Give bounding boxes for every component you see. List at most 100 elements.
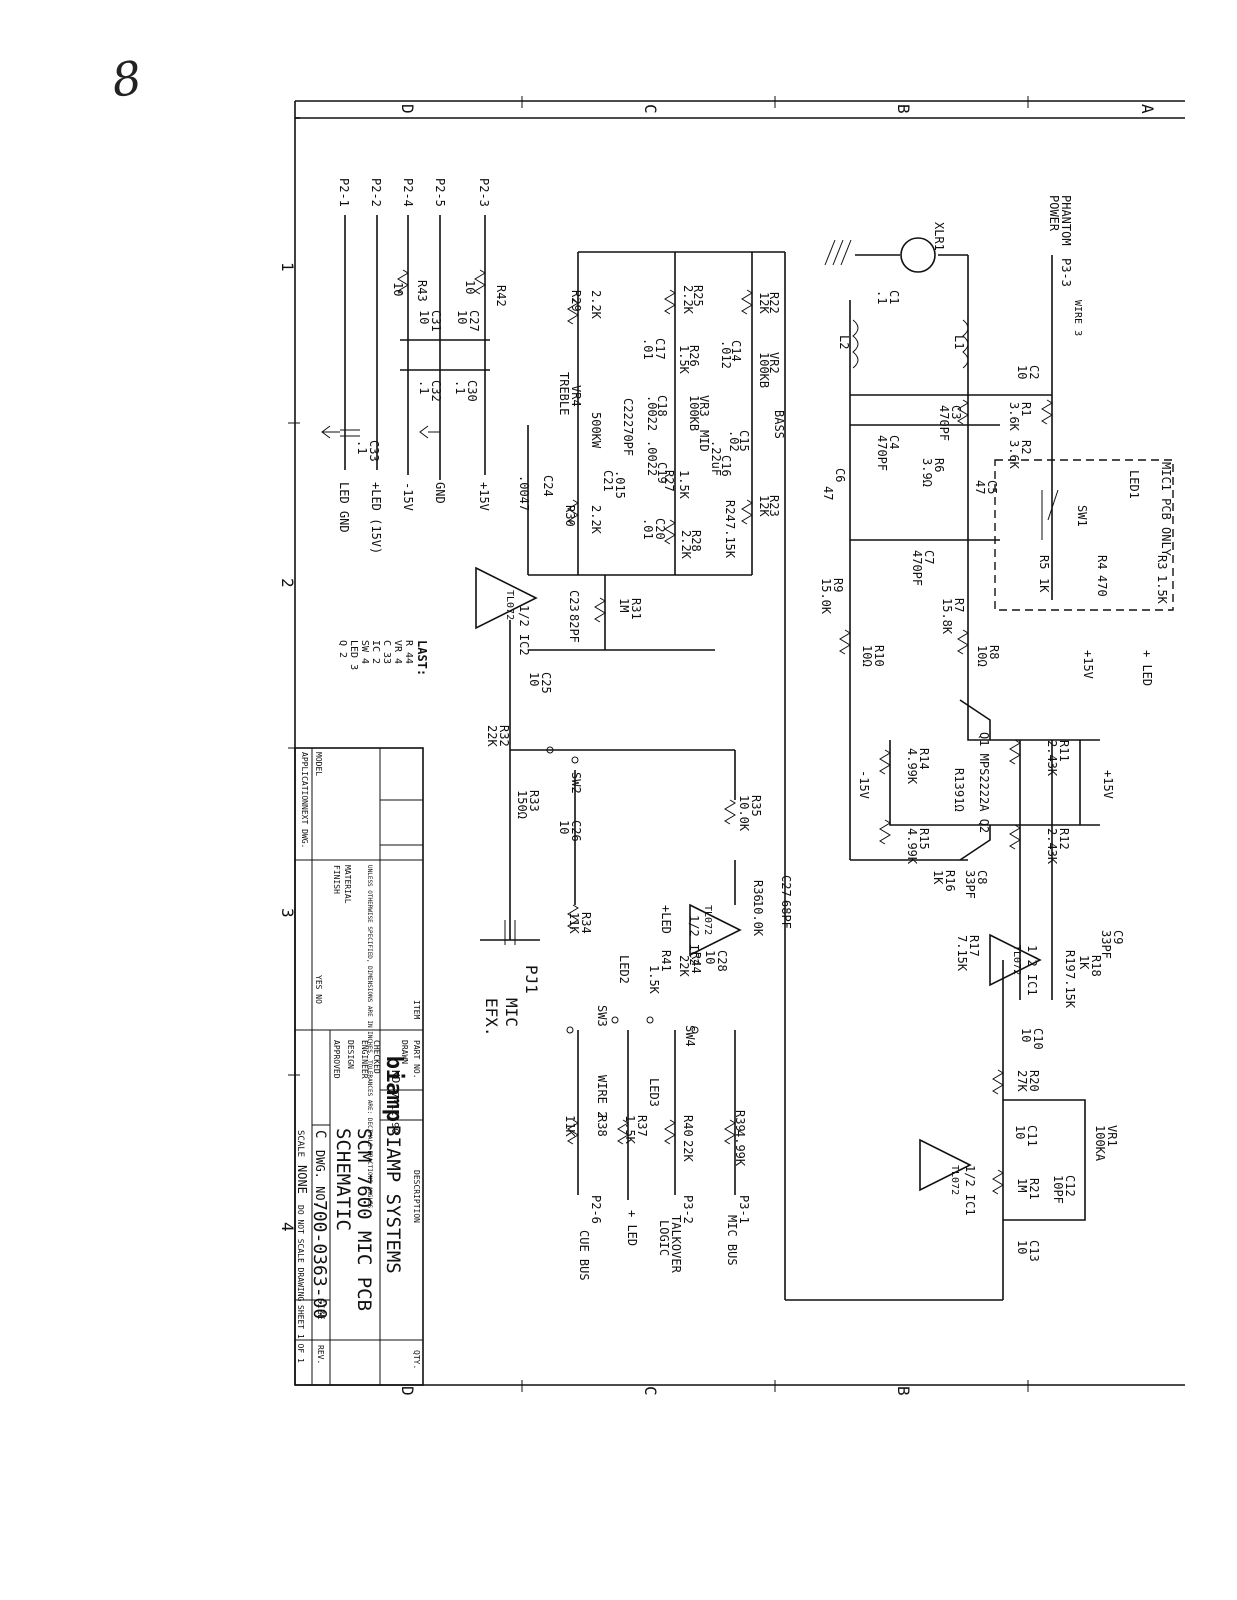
component-value: 4.99K bbox=[905, 828, 919, 865]
model-label: MODEL bbox=[314, 752, 323, 776]
component-value: 1.5K bbox=[1155, 575, 1169, 605]
component-value: 33PF bbox=[963, 870, 977, 899]
component-ref: R24 bbox=[723, 500, 737, 522]
component-value: .012 bbox=[719, 340, 733, 369]
component-value: 4.99K bbox=[733, 1130, 747, 1167]
component-value: 10 bbox=[463, 280, 477, 294]
connector-label: P3-3 bbox=[1059, 258, 1073, 287]
supply-label: + LED bbox=[1140, 650, 1154, 686]
component-ref: C1 bbox=[887, 290, 901, 304]
component-ref: R14 bbox=[917, 748, 931, 770]
component-value: 1M bbox=[1015, 1178, 1029, 1192]
component-value: 2.2K bbox=[589, 290, 603, 320]
component-value: 11K bbox=[567, 912, 581, 934]
component-value: .1 bbox=[355, 440, 369, 454]
led-label: LED2 bbox=[617, 955, 631, 984]
last-used-row: Q 2 bbox=[337, 640, 348, 658]
component-value: 1K bbox=[931, 870, 945, 885]
component-ref: R33 bbox=[527, 790, 541, 812]
component-value: 27K bbox=[1015, 1070, 1029, 1092]
finish-label: FINISH bbox=[332, 865, 341, 894]
component-value: 10 bbox=[527, 672, 541, 686]
component-ref: R30 bbox=[563, 505, 577, 527]
rail-label: +LED (15V) bbox=[369, 482, 383, 554]
approved-label: APPROVED bbox=[332, 1040, 341, 1079]
component-value: 33PF bbox=[1099, 930, 1113, 959]
component-value: 100KA bbox=[1093, 1125, 1107, 1162]
component-ref: R23 bbox=[767, 495, 781, 517]
component-value: 10 bbox=[557, 820, 571, 834]
last-used-row: SW 4 bbox=[359, 640, 370, 664]
power-label: PHANTOM bbox=[1059, 195, 1073, 246]
connector-label: P3-1 bbox=[737, 1195, 751, 1224]
wire-label: WIRE 2 bbox=[595, 1075, 609, 1118]
connector-label: XLR1 bbox=[932, 222, 946, 251]
design-label: DESIGN bbox=[346, 1040, 355, 1069]
component-value: .01 bbox=[641, 518, 655, 540]
component-ref: R12 bbox=[1057, 828, 1071, 850]
component-ref: C24 bbox=[541, 475, 555, 497]
component-ref: R42 bbox=[494, 285, 508, 307]
component-value: 3.6K bbox=[1007, 402, 1021, 432]
application-label: APPLICATION bbox=[300, 752, 309, 805]
component-ref: C32 bbox=[429, 380, 443, 402]
led-label: LED1 bbox=[1127, 470, 1141, 499]
component-value: .02 bbox=[727, 430, 741, 452]
component-ref: R13 bbox=[952, 768, 966, 790]
component-value: 1K bbox=[1037, 578, 1051, 593]
component-value: 470PF bbox=[937, 405, 951, 441]
component-ref: C3 bbox=[949, 405, 963, 419]
component-value: 10.0K bbox=[751, 900, 765, 937]
component-ref: R17 bbox=[967, 935, 981, 957]
component-ref: C2 bbox=[1027, 365, 1041, 379]
component-ref: R9 bbox=[831, 578, 845, 592]
component-value: .015 bbox=[613, 470, 627, 499]
component-ref: C13 bbox=[1027, 1240, 1041, 1262]
ic-label: 1/2 IC2 bbox=[517, 605, 531, 656]
yes-no-label: YES NO bbox=[314, 975, 323, 1004]
component-ref: L2 bbox=[837, 335, 851, 349]
component-ref: R20 bbox=[1027, 1070, 1041, 1092]
drawing-title-line-2: SCHEMATIC bbox=[332, 1128, 354, 1231]
part-number-label: PART NO. bbox=[412, 1040, 421, 1079]
component-ref: R21 bbox=[1027, 1178, 1041, 1200]
control-label: TREBLE bbox=[557, 372, 571, 415]
rail-label: GND bbox=[433, 482, 447, 504]
component-ref: R29 bbox=[569, 290, 583, 312]
component-ref: R35 bbox=[749, 795, 763, 817]
component-ref: R32 bbox=[497, 725, 511, 747]
engineer-label: ENGINEER bbox=[360, 1040, 369, 1079]
component-value: 7.15K bbox=[955, 935, 969, 972]
component-value: 2.2K bbox=[679, 530, 693, 560]
drawing-number: 700-0363-00 bbox=[309, 1200, 330, 1319]
component-ref: R37 bbox=[635, 1115, 649, 1137]
border-row-label: D bbox=[398, 104, 417, 114]
component-value: 2.2K bbox=[589, 505, 603, 535]
ic-type: TL072 bbox=[702, 905, 713, 935]
checked-label: CHECKED bbox=[372, 1040, 381, 1074]
component-ref: VR4 bbox=[569, 385, 583, 407]
component-value: 150Ω bbox=[515, 790, 529, 819]
logic-label: LOGIC bbox=[657, 1220, 671, 1256]
supply-label: +LED bbox=[659, 905, 673, 934]
connector-label: P3-2 bbox=[681, 1195, 695, 1224]
component-value: 470PF bbox=[910, 550, 924, 586]
component-ref: C20 bbox=[653, 518, 667, 540]
component-value: 4.99K bbox=[905, 748, 919, 785]
component-value: 10 bbox=[455, 310, 469, 324]
sheet-number: SHEET 1 OF 1 bbox=[296, 1305, 305, 1363]
component-value: .1 bbox=[453, 380, 467, 394]
component-ref: C28 bbox=[715, 950, 729, 972]
component-ref: R18 bbox=[1089, 955, 1103, 977]
component-value: 270PF bbox=[621, 420, 635, 456]
ic-type: TL072 bbox=[949, 1165, 960, 1195]
component-value: 10 bbox=[703, 950, 717, 964]
material-label: MATERIAL bbox=[343, 865, 352, 904]
component-value: 10 bbox=[417, 310, 431, 324]
supply-label: -15V bbox=[857, 770, 871, 799]
led-label: LED3 bbox=[647, 1078, 661, 1107]
title-logo: biamp bbox=[381, 1056, 406, 1122]
component-value: 3.6K bbox=[1007, 440, 1021, 470]
component-ref: R34 bbox=[579, 912, 593, 934]
connector-label: P2-3 bbox=[477, 178, 491, 207]
